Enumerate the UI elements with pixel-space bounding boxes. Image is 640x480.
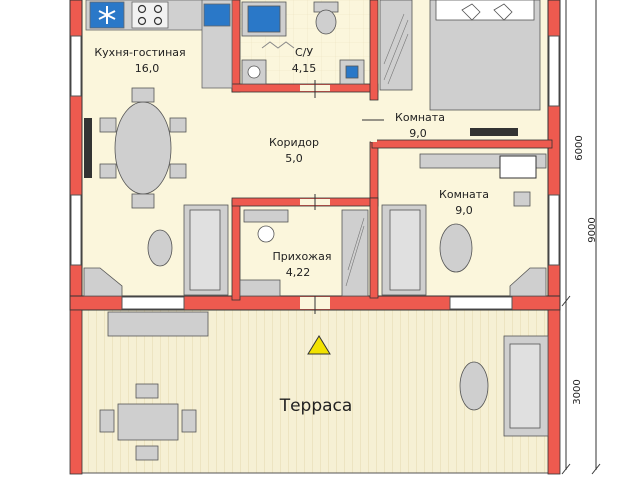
wardrobe — [379, 0, 413, 91]
dimension-6000: 6000 — [574, 135, 585, 160]
dimension-lines — [561, 0, 601, 475]
door-marks — [314, 80, 384, 314]
tv-top-room — [470, 128, 518, 136]
hallway-wardrobe — [341, 209, 369, 297]
terrace-name: Терраса — [279, 396, 353, 416]
washbasin — [241, 59, 365, 85]
sofa-room — [381, 204, 427, 296]
triangle-up-icon — [307, 335, 331, 355]
kitchen-name: Кухня-гостиная — [94, 46, 185, 59]
dimension-3000: 3000 — [572, 379, 583, 404]
kitchen-counter — [85, 0, 233, 89]
windows — [70, 35, 560, 310]
corridor-area: 5,0 — [285, 152, 303, 165]
coat-hanger — [257, 225, 275, 243]
corner-cabinet — [83, 267, 123, 297]
double-bed — [429, 0, 541, 111]
armchair — [147, 229, 173, 267]
terrace-table — [99, 383, 197, 461]
room-mid-area: 9,0 — [455, 204, 473, 217]
terrace-round-table — [459, 361, 489, 411]
coffee-table — [439, 223, 473, 273]
computer — [499, 155, 537, 179]
tv-unit — [84, 118, 92, 178]
room-top-area: 9,0 — [409, 127, 427, 140]
snowflake-icon — [98, 6, 116, 24]
hallway-bench — [239, 209, 289, 297]
wardrobe-hatch — [383, 13, 409, 85]
room-mid-name: Комната — [439, 188, 489, 201]
corner-cabinet-room — [509, 267, 547, 297]
terrace-posts — [69, 309, 561, 475]
dimension-9000: 9000 — [587, 217, 598, 242]
shower — [241, 1, 287, 37]
toilet — [313, 1, 339, 35]
terrace-bench — [107, 311, 209, 337]
desk-chair — [513, 191, 531, 207]
terrace-sofa — [503, 335, 549, 437]
hallway-wardrobe-hatch — [345, 217, 365, 287]
kitchen-area: 16,0 — [135, 62, 160, 75]
bathroom-name: С/У — [295, 46, 313, 59]
hallway-name: Прихожая — [273, 250, 332, 263]
bathroom-area: 4,15 — [292, 62, 317, 75]
heater — [261, 41, 295, 49]
stove-icon — [137, 4, 163, 26]
sofa — [183, 204, 229, 296]
corridor-name: Коридор — [269, 136, 319, 149]
dining-table — [99, 87, 187, 209]
room-top-name: Комната — [395, 111, 445, 124]
hallway-area: 4,22 — [286, 266, 311, 279]
